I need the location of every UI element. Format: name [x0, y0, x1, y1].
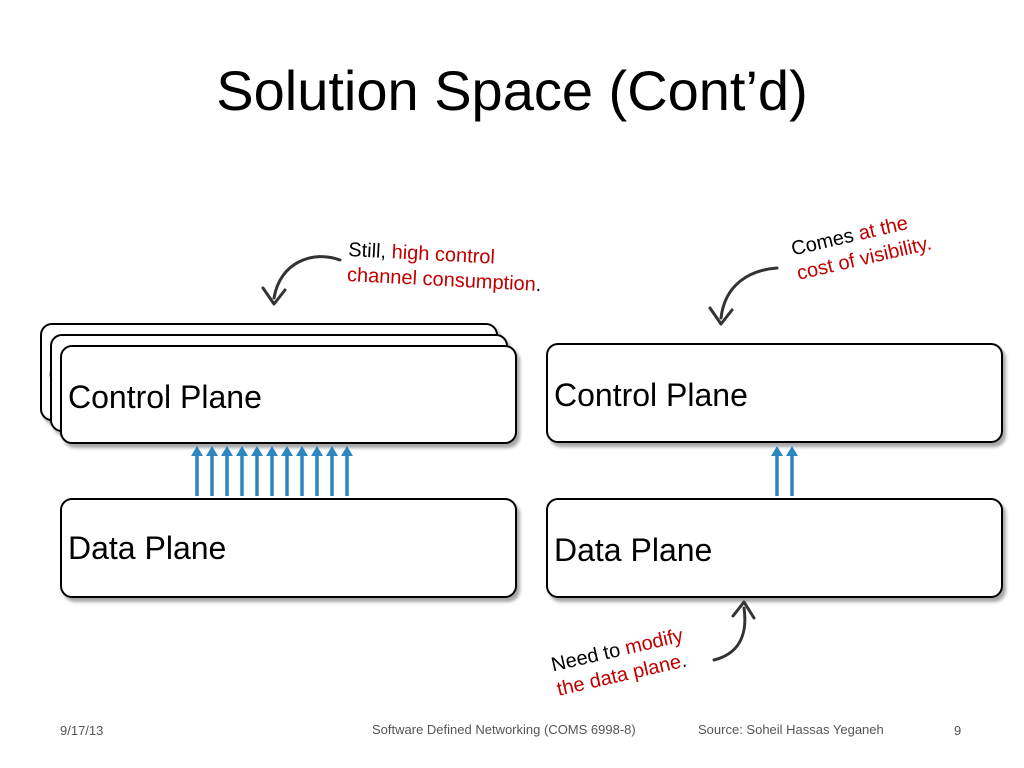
control-plane-left-label: Control Plane — [68, 379, 262, 415]
left-channel-arrow-3 — [221, 446, 233, 496]
data-plane-right-label: Data Plane — [554, 532, 713, 568]
control-plane-left: Control Plane — [60, 345, 517, 444]
curved-arrow-left-icon — [261, 255, 342, 306]
data-plane-left-label: Data Plane — [68, 530, 227, 566]
control-plane-right-label: Control Plane — [554, 377, 748, 413]
footer-source: Source: Soheil Hassas Yeganeh — [698, 722, 884, 737]
callout-right-top: Comes at the cost of visibility. — [789, 207, 934, 287]
data-plane-left: Data Plane — [60, 498, 517, 598]
data-plane-right: Data Plane — [546, 498, 1003, 598]
right-channel-arrow-2 — [786, 446, 798, 496]
callout-left-prefix: Still, — [347, 238, 393, 264]
control-plane-right: Control Plane — [546, 343, 1003, 443]
left-channel-arrow-2 — [206, 446, 218, 496]
left-channel-arrow-5 — [251, 446, 263, 496]
left-channel-arrow-8 — [296, 446, 308, 496]
left-channel-arrow-7 — [281, 446, 293, 496]
callout-left: Still, high control channel consumption. — [346, 238, 543, 298]
footer-date: 9/17/13 — [60, 723, 104, 738]
left-channel-arrow-4 — [236, 446, 248, 496]
left-channel-arrow-6 — [266, 446, 278, 496]
control-channel-arrows-right — [771, 446, 798, 496]
slide-title: Solution Space (Cont’d) — [216, 59, 808, 122]
left-channel-arrow-11 — [341, 446, 353, 496]
curved-arrow-right-top-icon — [708, 266, 779, 326]
footer-page-number: 9 — [954, 723, 962, 738]
left-channel-arrow-10 — [326, 446, 338, 496]
callout-left-suffix: . — [535, 273, 542, 297]
footer-course: Software Defined Networking (COMS 6998-8… — [372, 722, 636, 737]
right-channel-arrow-1 — [771, 446, 783, 496]
curved-arrow-right-bottom-icon — [712, 600, 756, 662]
callout-left-highlight-1: high control — [391, 241, 496, 269]
left-channel-arrow-1 — [191, 446, 203, 496]
left-channel-arrow-9 — [311, 446, 323, 496]
callout-right-bottom: Need to modify the data plane. — [549, 624, 691, 703]
control-channel-arrows-left — [191, 446, 353, 496]
